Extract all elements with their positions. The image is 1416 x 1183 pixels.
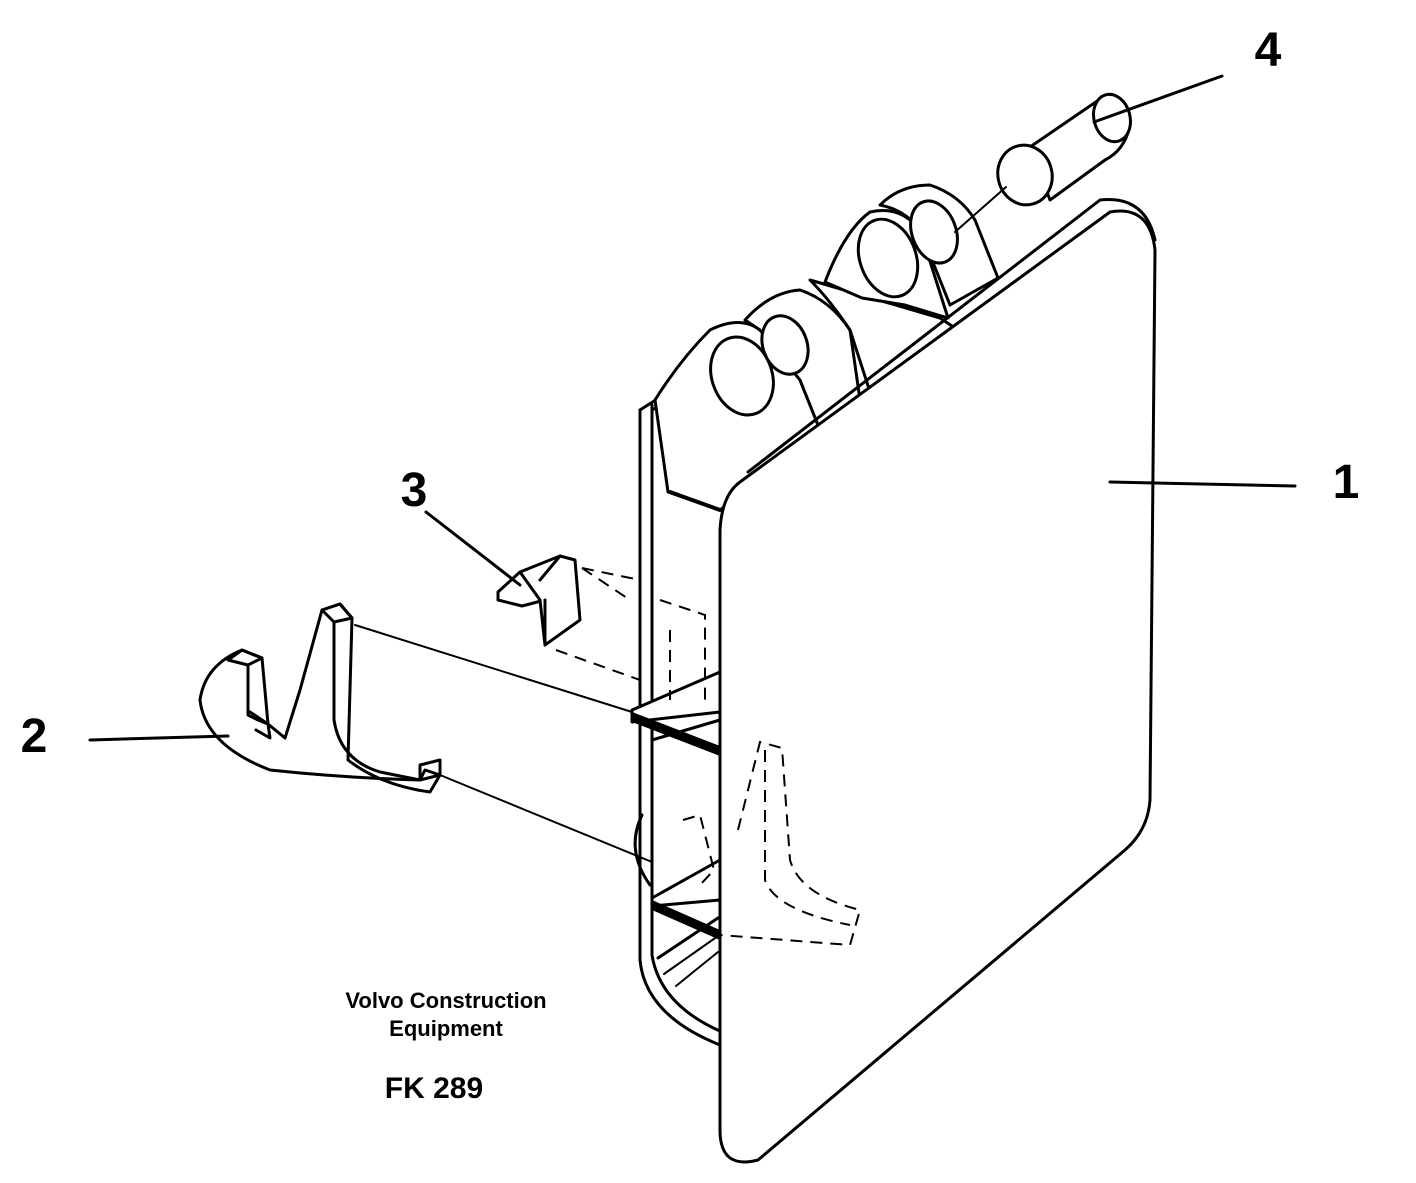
wedge-block xyxy=(496,554,582,647)
callout-1: 1 xyxy=(1333,456,1360,509)
figure-code: FK 289 xyxy=(385,1072,483,1105)
leader-line-2 xyxy=(88,734,230,742)
callout-3: 3 xyxy=(401,464,428,517)
leader-line-4 xyxy=(1092,74,1224,124)
caption-line-1: Volvo Construction xyxy=(345,988,546,1013)
leader-lines xyxy=(88,74,1297,742)
alignment-lines xyxy=(354,186,1007,863)
hook xyxy=(198,602,442,794)
callout-4: 4 xyxy=(1255,24,1282,77)
caption-line-2: Equipment xyxy=(389,1016,503,1041)
callout-2: 2 xyxy=(21,710,48,763)
pin xyxy=(996,92,1132,207)
leader-line-3 xyxy=(424,510,522,587)
mounting-plate xyxy=(555,183,1157,1164)
leader-line-1 xyxy=(1108,480,1297,488)
